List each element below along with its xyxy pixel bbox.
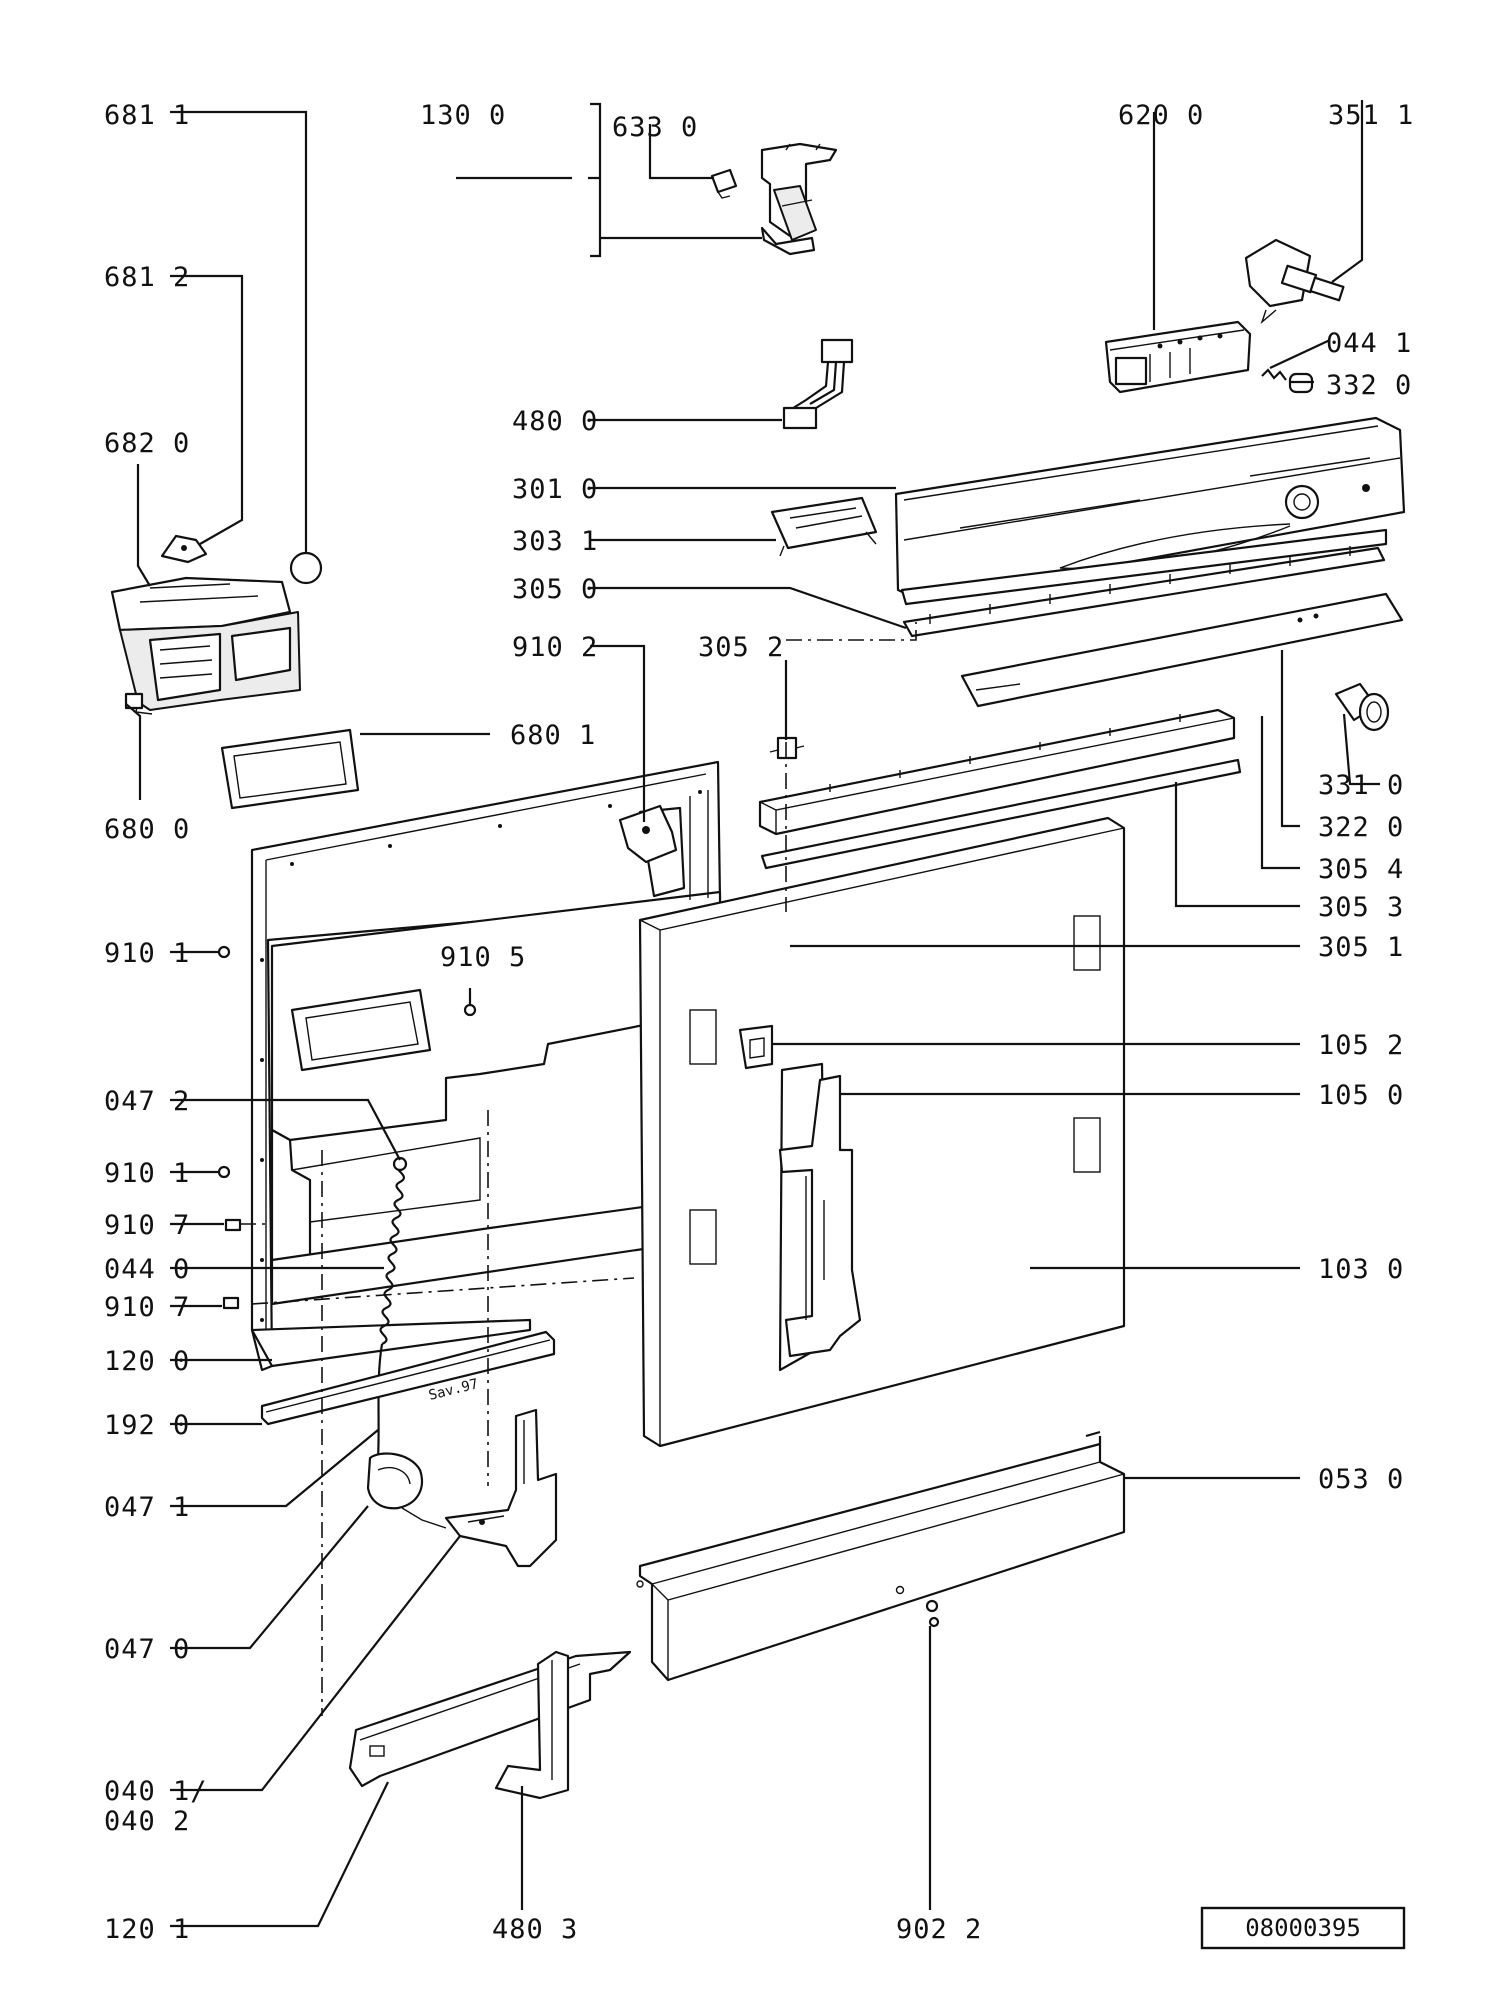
label-910-7-top: 910 7 — [104, 1210, 190, 1241]
label-681-1: 681 1 — [104, 100, 190, 131]
part-labels: 681 1 681 2 682 0 680 0 680 1 130 0 633 … — [104, 100, 1414, 1945]
label-910-7-bottom: 910 7 — [104, 1292, 190, 1323]
label-680-0: 680 0 — [104, 814, 190, 845]
label-105-0: 105 0 — [1318, 1080, 1404, 1111]
part-040-1-hinge — [444, 1408, 558, 1568]
part-192-0-rail: Sav.97 — [260, 1330, 556, 1426]
label-192-0: 192 0 — [104, 1410, 190, 1441]
part-633-0-latch — [710, 168, 738, 199]
part-303-1-handle — [770, 496, 878, 557]
part-130-0-lock — [760, 142, 838, 256]
part-331-0-knob — [1334, 682, 1390, 732]
label-105-2: 105 2 — [1318, 1030, 1404, 1061]
label-047-0: 047 0 — [104, 1634, 190, 1665]
part-305-2-clip — [769, 736, 805, 760]
part-120-0-inner-frame — [250, 760, 722, 1372]
part-680-0-dispenser — [110, 576, 301, 715]
part-910-1-screw-b — [217, 1165, 231, 1179]
label-910-1-top: 910 1 — [104, 938, 190, 969]
label-305-4: 305 4 — [1318, 854, 1404, 885]
part-103-0-door-panel — [638, 816, 1126, 1448]
part-120-1-lower-trim — [348, 1650, 632, 1788]
label-305-0: 305 0 — [512, 574, 598, 605]
centerlines — [240, 622, 917, 1716]
part-480-0-harness — [782, 338, 854, 430]
part-910-5-opening — [290, 988, 477, 1072]
label-130-0: 130 0 — [420, 100, 506, 131]
label-331-0: 331 0 — [1318, 770, 1404, 801]
label-303-1: 303 1 — [512, 526, 598, 557]
part-910-1-screw-a — [217, 945, 231, 959]
reference-number: 08000395 — [1245, 1914, 1361, 1942]
part-044-0-spring — [379, 1156, 408, 1346]
part-680-1-gasket — [220, 728, 360, 810]
part-301-0-control-panel — [894, 416, 1406, 606]
part-902-2-screw — [925, 1599, 940, 1628]
label-044-1: 044 1 — [1326, 328, 1412, 359]
part-620-0-module — [1104, 320, 1252, 394]
part-480-3-bracket — [494, 1650, 570, 1800]
label-040-2: 040 2 — [104, 1806, 190, 1837]
part-351-1-switch — [1244, 238, 1345, 325]
label-044-0: 044 0 — [104, 1254, 190, 1285]
label-681-2: 681 2 — [104, 262, 190, 293]
part-910-7-screw-b — [222, 1296, 240, 1310]
label-910-5: 910 5 — [440, 942, 526, 973]
label-047-2: 047 2 — [104, 1086, 190, 1117]
label-902-2: 902 2 — [896, 1914, 982, 1945]
label-322-0: 322 0 — [1318, 812, 1404, 843]
part-047-0-pulley — [366, 1452, 447, 1529]
label-305-3: 305 3 — [1318, 892, 1404, 923]
label-633-0: 633 0 — [612, 112, 698, 143]
part-305-0-strip — [902, 546, 1386, 638]
leader-lines — [125, 100, 1380, 1928]
part-053-0-kick-plate — [636, 1430, 1126, 1682]
label-480-3: 480 3 — [492, 1914, 578, 1945]
part-322-0-trim — [960, 592, 1404, 708]
reference-box: 08000395 — [1200, 1906, 1406, 1950]
label-910-2: 910 2 — [512, 632, 598, 663]
label-120-1: 120 1 — [104, 1914, 190, 1945]
label-680-1: 680 1 — [510, 720, 596, 751]
label-053-0: 053 0 — [1318, 1464, 1404, 1495]
label-332-0: 332 0 — [1326, 370, 1412, 401]
label-620-0: 620 0 — [1118, 100, 1204, 131]
label-305-2: 305 2 — [698, 632, 784, 663]
label-910-1-bottom: 910 1 — [104, 1158, 190, 1189]
label-305-1: 305 1 — [1318, 932, 1404, 963]
part-681-2-cap — [160, 534, 208, 564]
label-120-0: 120 0 — [104, 1346, 190, 1377]
part-681-1-ball — [289, 551, 323, 585]
part-047-1-cord — [376, 1343, 384, 1461]
part-305-4-bar — [758, 708, 1236, 836]
part-910-2-bracket — [618, 804, 678, 864]
part-044-1-spring — [1261, 368, 1287, 381]
label-047-1: 047 1 — [104, 1492, 190, 1523]
label-301-0: 301 0 — [512, 474, 598, 505]
part-910-7-screw-a — [224, 1218, 242, 1232]
part-305-3-bar — [760, 758, 1242, 870]
label-480-0: 480 0 — [512, 406, 598, 437]
label-682-0: 682 0 — [104, 428, 190, 459]
part-105-2-keeper — [738, 1024, 774, 1070]
label-351-1: 351 1 — [1328, 100, 1414, 131]
label-040-1: 040 1/ — [104, 1776, 208, 1807]
label-103-0: 103 0 — [1318, 1254, 1404, 1285]
